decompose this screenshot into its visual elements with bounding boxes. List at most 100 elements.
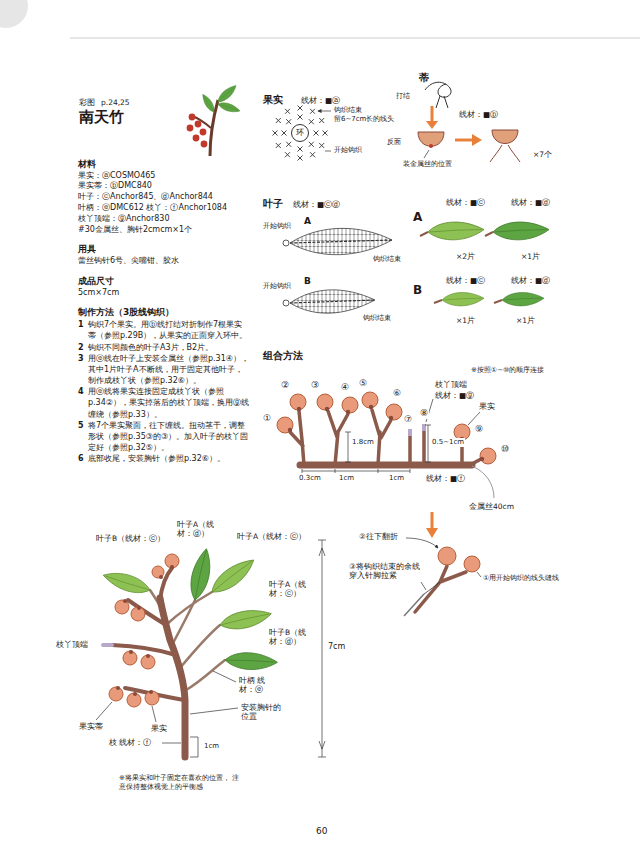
drawing-part — [420, 232, 428, 236]
label: ⑩ — [500, 444, 510, 455]
drawing-part — [493, 222, 549, 240]
label: ×1片 — [515, 316, 536, 325]
drawing-part — [224, 651, 278, 672]
drawing-part — [415, 566, 466, 612]
label: 组合方法 — [262, 350, 304, 363]
label: 叶柄 线材：ⓔ — [238, 676, 282, 695]
label: ③将钩织结束的余线 穿入针脚拉紧 — [348, 562, 422, 581]
step-row: 2钩织不同颜色的叶子A3片，B2片。 — [78, 342, 250, 353]
drawing-part — [424, 150, 429, 158]
label: ×1片 — [520, 252, 541, 261]
drawing-part — [323, 131, 328, 136]
drawing-part — [213, 671, 236, 682]
label: 1cm — [203, 742, 220, 751]
drawing-part — [133, 692, 137, 696]
assembly — [277, 392, 496, 498]
drawing-part — [290, 240, 392, 243]
material-line: 叶柄：ⓔDMC612 枝丫：ⓕAnchor1084 — [78, 203, 250, 214]
label: 开始钩织 — [262, 282, 292, 291]
material-line: #30金属丝、胸针2cmcm×1个 — [78, 225, 250, 236]
drawing-part — [145, 691, 159, 705]
drawing-part — [137, 606, 141, 610]
section-heading: 成品尺寸 — [78, 276, 250, 288]
drawing-part — [96, 702, 112, 720]
drawing-part — [429, 144, 433, 148]
label: ⑦ — [403, 414, 413, 425]
drawing-part — [319, 548, 325, 749]
label: B — [412, 283, 423, 298]
label: 线材：■ⓒ — [445, 276, 486, 285]
label: 果实蒂 — [78, 722, 104, 731]
label: ⑧ — [419, 408, 429, 419]
drawing-part — [286, 119, 291, 124]
drawing-part — [283, 300, 289, 306]
drawing-part — [298, 156, 303, 161]
label: ※按照①~⑩的顺序连接 — [470, 366, 545, 375]
material-line: 果实：ⓐCOSMO465 — [78, 171, 250, 182]
material-line: 果实蒂：ⓑDMC840 — [78, 181, 250, 192]
step-text: 将7个果实聚面，往下缠线。扭动茎干，调整形状（参照p.35③的③）。加入叶子的枝… — [88, 420, 250, 454]
drawing-part — [431, 106, 434, 122]
drawing-part — [426, 121, 438, 129]
label: B — [303, 276, 312, 287]
drawing-part — [309, 142, 314, 147]
material-line: 枝丫顶端：ⓖAnchor830 — [78, 214, 250, 225]
drawing-part — [200, 92, 216, 114]
drawing-part — [217, 100, 241, 115]
drawing-part — [319, 118, 324, 123]
drawing-part — [283, 240, 289, 246]
drawing-part — [317, 394, 333, 410]
step-number: 1 — [78, 319, 88, 341]
material-line: 5cm×7cm — [78, 288, 250, 299]
label: 金属丝40cm — [468, 502, 515, 511]
label: ※将果实和叶子固定在喜欢的位置， 注意保持整体视觉上的平衡感 — [118, 774, 245, 792]
label: 果实 — [262, 94, 284, 107]
drawing-part — [310, 109, 315, 114]
title-sprig — [187, 83, 242, 156]
section-heading: 制作方法（3股线钩织） — [78, 307, 250, 319]
label: 枝 线材：ⓕ — [108, 738, 152, 747]
step-text: 钩织7个果实。用ⓑ线打结对折制作7根果实蒂（参照p.29B），从果实的正面穿入环… — [88, 319, 250, 341]
material-line: 叶子：ⓒAnchor845、ⓓAnchor844 — [78, 192, 250, 203]
drawing-part — [186, 547, 216, 602]
drawing-part — [436, 96, 448, 108]
label: A — [412, 210, 423, 225]
label: 线材：■ⓖ — [434, 391, 475, 400]
drawing-part — [146, 654, 150, 658]
label: 线材：■ⓐ — [300, 96, 341, 105]
label: 钩织结束 — [333, 106, 363, 115]
material-line: 蕾丝钩针6号、尖嘴钳、胶水 — [78, 256, 250, 267]
step-row: 6底部收尾，安装胸针（参照p.32⑥）。 — [78, 453, 250, 464]
drawing-part — [297, 407, 301, 411]
drawing-part — [109, 554, 179, 707]
drawing-part — [300, 462, 472, 469]
label: ① — [262, 413, 272, 424]
drawing-part — [285, 109, 290, 114]
drawing-part — [152, 566, 164, 578]
step-text: 用ⓔ线在叶子上安装金属丝（参照p.31④），其中1片叶子A不断线，用于固定其他叶… — [88, 353, 250, 387]
drawing-part — [472, 134, 482, 146]
ring-node: 环 — [291, 124, 309, 142]
drawing-part — [298, 147, 303, 152]
label: 7cm — [327, 642, 346, 652]
label: ④ — [340, 382, 350, 393]
label: 钩织结束 — [362, 314, 392, 323]
drawing-part — [123, 651, 137, 665]
drawing-part — [195, 121, 202, 128]
drawing-part — [406, 538, 438, 548]
drawing-part — [115, 600, 129, 614]
drawing-part — [101, 567, 152, 598]
drawing-part — [318, 540, 326, 757]
drawing-part — [282, 131, 287, 136]
label: 开始钩织 — [333, 146, 363, 155]
drawing-part — [485, 232, 493, 236]
drawing-part — [431, 512, 434, 530]
drawing-part — [424, 582, 440, 594]
label: ×7个 — [532, 150, 553, 159]
drawing-part — [149, 690, 153, 694]
label: 叶子B（线材：ⓒ） — [95, 534, 166, 543]
label: 线材：■ⓑ — [458, 110, 499, 119]
drawing-part — [129, 650, 133, 654]
drawing-part — [386, 404, 402, 420]
